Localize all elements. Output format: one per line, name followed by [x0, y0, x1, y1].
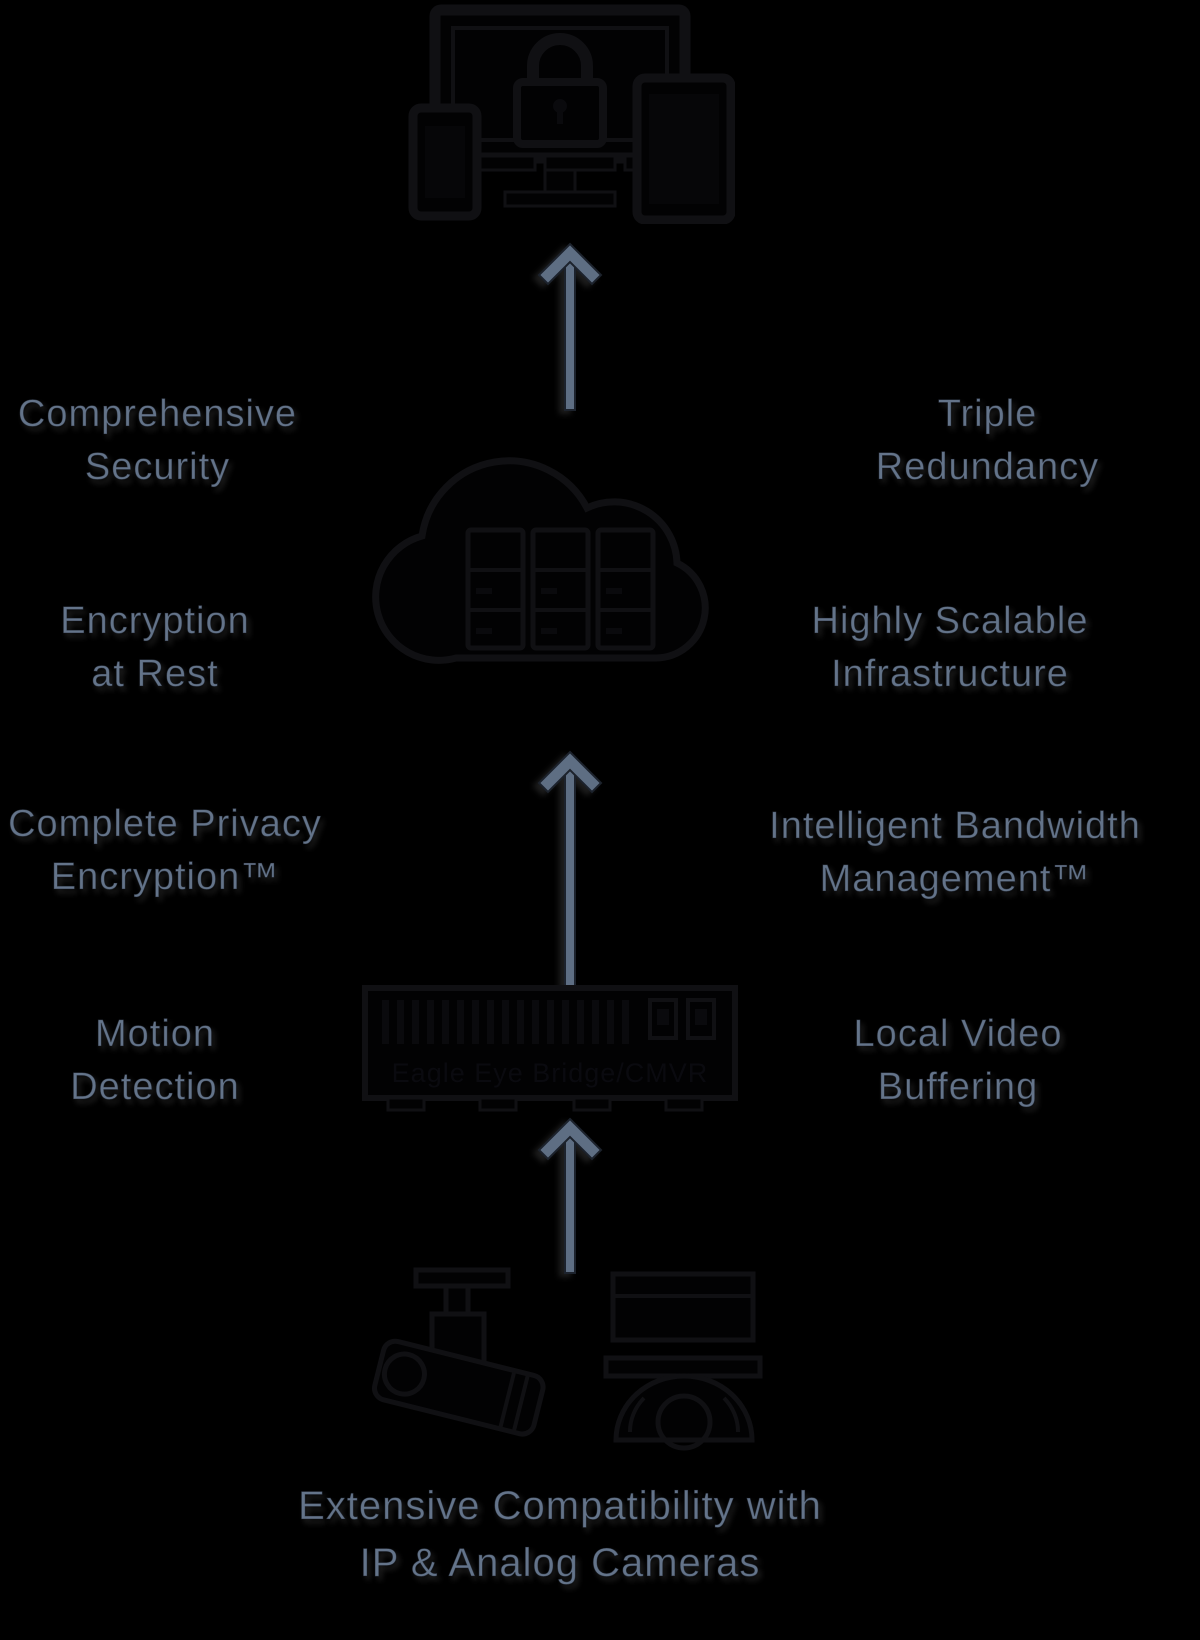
- feature-line: Encryption™: [50, 856, 280, 899]
- feature-line: Redundancy: [875, 446, 1100, 489]
- feature-line: at Rest: [91, 653, 219, 696]
- caption-line: IP & Analog Cameras: [359, 1541, 761, 1586]
- dome-camera-icon: [603, 1271, 763, 1451]
- server-rack-icon: [595, 527, 656, 651]
- arrow-up-icon: [537, 242, 603, 411]
- phone-icon: [408, 103, 482, 221]
- feature-line: Encryption: [60, 600, 250, 643]
- feature-line: Management™: [819, 858, 1091, 901]
- feature-line: Security: [84, 446, 231, 489]
- bullet-camera-icon: [372, 1267, 546, 1437]
- feature-label-motion-detection: Motion Detection: [0, 1008, 310, 1114]
- port-icon: [648, 998, 716, 1040]
- feature-line: Buffering: [877, 1066, 1039, 1109]
- feature-line: Highly Scalable: [811, 600, 1089, 643]
- server-rack-icon: [530, 527, 591, 651]
- devices-lock-icon: [408, 4, 735, 224]
- feature-line: Motion: [94, 1013, 216, 1056]
- feature-line: Local Video: [853, 1013, 1063, 1056]
- feature-label-highly-scalable: Highly Scalable Infrastructure: [795, 595, 1105, 701]
- arrow-up-icon: [537, 1117, 603, 1274]
- feature-line: Infrastructure: [831, 653, 1069, 696]
- feature-line: Triple: [937, 393, 1038, 436]
- bottom-caption: Extensive Compatibility with IP & Analog…: [0, 1478, 1120, 1592]
- feature-line: Detection: [70, 1066, 240, 1109]
- feature-label-intelligent-bandwidth: Intelligent Bandwidth Management™: [760, 800, 1150, 906]
- feature-label-triple-redundancy: Triple Redundancy: [830, 388, 1145, 494]
- tablet-icon: [632, 73, 735, 224]
- feature-label-complete-privacy: Complete Privacy Encryption™: [5, 798, 325, 904]
- feature-line: Comprehensive: [17, 393, 298, 436]
- bridge-label: Eagle Eye Bridge/CMVR: [392, 1058, 709, 1088]
- feature-line: Complete Privacy: [8, 803, 322, 846]
- caption-line: Extensive Compatibility with: [298, 1484, 822, 1529]
- feature-label-comprehensive-security: Comprehensive Security: [0, 388, 315, 494]
- feature-line: Intelligent Bandwidth: [769, 805, 1141, 848]
- lock-icon: [513, 33, 607, 148]
- feature-label-encryption-at-rest: Encryption at Rest: [0, 595, 310, 701]
- cloud-servers-icon: [372, 457, 709, 664]
- server-rack-icon: [465, 527, 526, 651]
- arrow-up-icon: [537, 750, 603, 987]
- vent-slots: [382, 1000, 629, 1044]
- security-cameras-icon: [372, 1267, 763, 1451]
- bridge-device-icon: Eagle Eye Bridge/CMVR: [362, 985, 738, 1112]
- feature-label-local-video-buffering: Local Video Buffering: [803, 1008, 1113, 1114]
